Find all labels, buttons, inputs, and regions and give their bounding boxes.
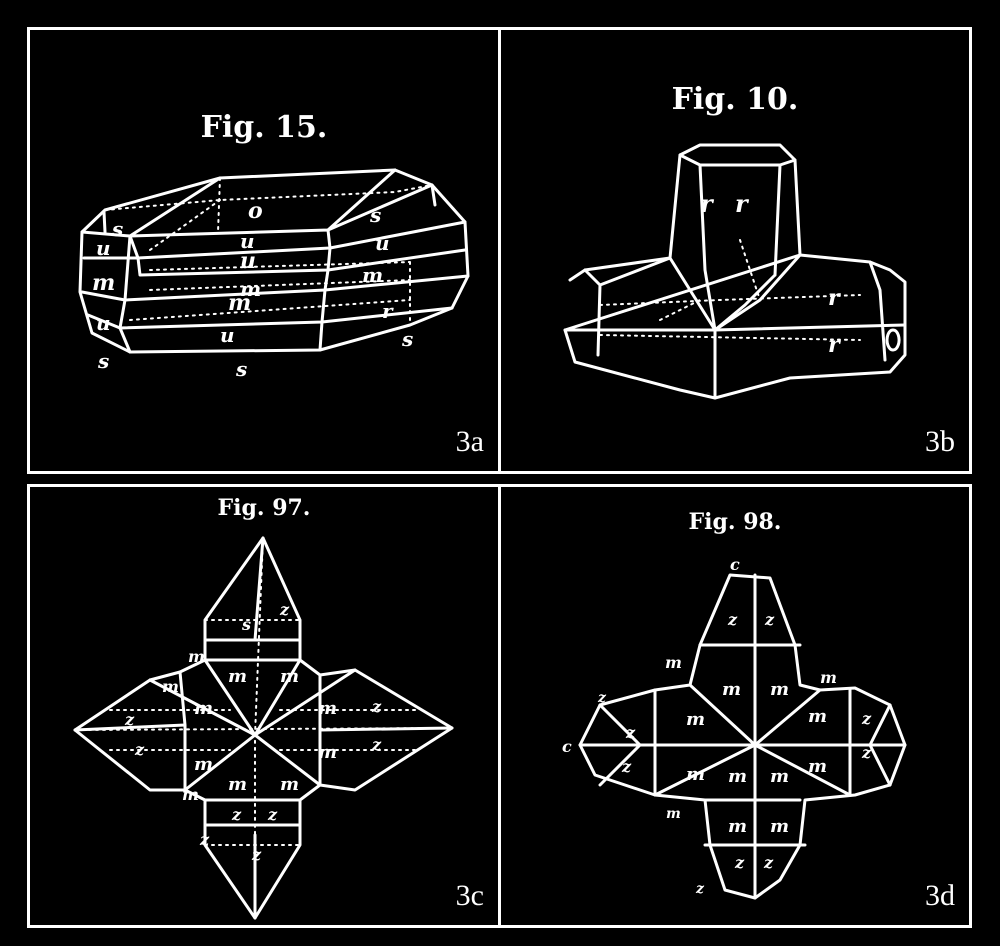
face-label-3a-3: u xyxy=(240,229,255,253)
face-label-3a-9: m xyxy=(362,263,383,287)
face-label-3d-11: z xyxy=(625,723,636,742)
crystal-15-upper-belt xyxy=(80,220,467,260)
face-label-3d-15: m xyxy=(728,766,747,787)
face-label-3a-2: u xyxy=(96,236,111,260)
panel-label-3d: 3d xyxy=(925,879,955,912)
figure-title-3b: Fig. 10. xyxy=(671,82,799,117)
crystal-97-hidden-edges xyxy=(74,537,453,919)
face-label-3c-14: m xyxy=(228,774,247,795)
face-label-3d-4: m xyxy=(770,679,789,700)
face-label-3c-2: m xyxy=(188,647,205,666)
face-label-3c-4: m xyxy=(280,666,299,687)
face-label-3d-10: m xyxy=(820,668,837,687)
face-label-3d-2: z xyxy=(764,610,775,629)
face-label-3d-24: z xyxy=(695,881,705,897)
face-label-3c-19: m xyxy=(182,785,199,804)
crystal-fig-10: r r r r xyxy=(563,143,907,400)
crystal-98-spokes xyxy=(598,643,892,847)
face-label-3c-13: z xyxy=(371,735,382,754)
face-label-3d-0: c xyxy=(730,555,740,574)
face-label-3a-13: r xyxy=(382,299,394,323)
crystal-fig-98: c z z m m m m m m m m z z z z m m m m z … xyxy=(562,555,907,900)
face-label-3c-10: z xyxy=(124,710,135,729)
face-label-3a-6: s xyxy=(369,203,381,227)
panel-3b: Fig. 10. 3b xyxy=(498,27,972,474)
face-label-3a-4: m xyxy=(92,270,115,296)
crystal-10-hidden-edges xyxy=(599,239,861,341)
face-label-3c-20: z xyxy=(251,845,262,864)
face-label-3c-16: z xyxy=(231,805,242,824)
face-label-3d-23: m xyxy=(666,806,681,822)
crystal-10-horizontal-edges xyxy=(563,256,907,400)
panel-label-3c: 3c xyxy=(455,879,484,912)
face-label-3d-5: m xyxy=(686,709,705,730)
figure-title-3d: Fig. 98. xyxy=(688,509,782,535)
face-label-3a-15: s xyxy=(235,357,247,381)
face-label-3c-7: m xyxy=(194,754,213,775)
face-label-3d-18: m xyxy=(770,816,789,837)
face-label-3c-15: m xyxy=(280,774,299,795)
face-label-3c-5: m xyxy=(194,698,213,719)
face-label-3b-0: r xyxy=(700,189,715,218)
figure-title-3c: Fig. 97. xyxy=(217,495,311,521)
face-label-3c-1: z xyxy=(279,600,290,619)
face-label-3a-7: u xyxy=(375,231,390,255)
face-label-3d-1: z xyxy=(727,610,738,629)
face-label-3d-20: z xyxy=(763,853,774,872)
face-label-3b-1: r xyxy=(735,189,750,218)
figure-title-3a: Fig. 15. xyxy=(200,110,328,145)
face-label-3a-1: s xyxy=(111,217,123,241)
face-label-3d-7: m xyxy=(686,764,705,785)
face-label-3c-11: z xyxy=(134,740,145,759)
face-label-3d-8: m xyxy=(808,756,827,777)
panel-3d: Fig. 98. 3d xyxy=(498,484,972,928)
face-label-3a-5: u xyxy=(240,248,256,274)
panel-label-3a: 3a xyxy=(455,425,484,458)
face-label-3c-3: m xyxy=(228,666,247,687)
crystal-10-upright-edges xyxy=(678,153,797,332)
face-label-3d-22: z xyxy=(597,690,607,706)
crystal-fig-97: s z m m m m m m m m z z z z m m z z z m … xyxy=(73,536,454,920)
face-label-3c-0: s xyxy=(241,615,251,634)
crystal-15-verticals xyxy=(102,183,437,354)
face-label-3b-2: r xyxy=(828,285,841,311)
face-label-3d-13: z xyxy=(861,709,872,728)
face-label-3d-9: m xyxy=(665,653,682,672)
crystal-fig-15: o s u u m u s u m m u m u r s s s xyxy=(78,168,470,381)
face-label-3c-17: z xyxy=(267,805,278,824)
face-label-3a-12: u xyxy=(220,323,235,347)
face-label-3d-6: m xyxy=(808,706,827,727)
face-label-3d-3: m xyxy=(722,679,741,700)
face-label-3d-14: z xyxy=(861,743,872,762)
panel-label-3b: 3b xyxy=(925,425,955,458)
crystal-15-outline xyxy=(78,168,470,354)
face-label-3d-12: z xyxy=(621,757,632,776)
face-label-3d-16: m xyxy=(770,766,789,787)
face-label-3d-21: c xyxy=(562,737,572,756)
crystal-15-middle-belt xyxy=(82,248,467,277)
face-label-3b-3: r xyxy=(828,332,841,358)
crystal-15-hidden-edges xyxy=(104,177,433,326)
crystal-15-bottom-belt xyxy=(86,306,454,330)
face-label-3d-17: m xyxy=(728,816,747,837)
face-label-3a-10: u xyxy=(96,311,111,335)
face-label-3c-12: z xyxy=(371,697,382,716)
face-label-3a-14: s xyxy=(97,349,109,373)
face-label-3a-11: m xyxy=(240,277,261,301)
face-label-3c-6: m xyxy=(318,698,337,719)
face-label-3c-9: m xyxy=(162,677,179,696)
crystal-15-lower-belt xyxy=(80,274,470,302)
crystal-10-end-ring xyxy=(885,328,901,352)
face-label-3a-16: s xyxy=(401,327,413,351)
face-label-3a-8: m xyxy=(228,290,251,316)
face-label-3d-19: z xyxy=(734,853,745,872)
face-label-3a-0: o xyxy=(248,198,263,224)
face-label-3c-8: m xyxy=(318,742,337,763)
face-label-3c-18: z xyxy=(199,830,210,849)
